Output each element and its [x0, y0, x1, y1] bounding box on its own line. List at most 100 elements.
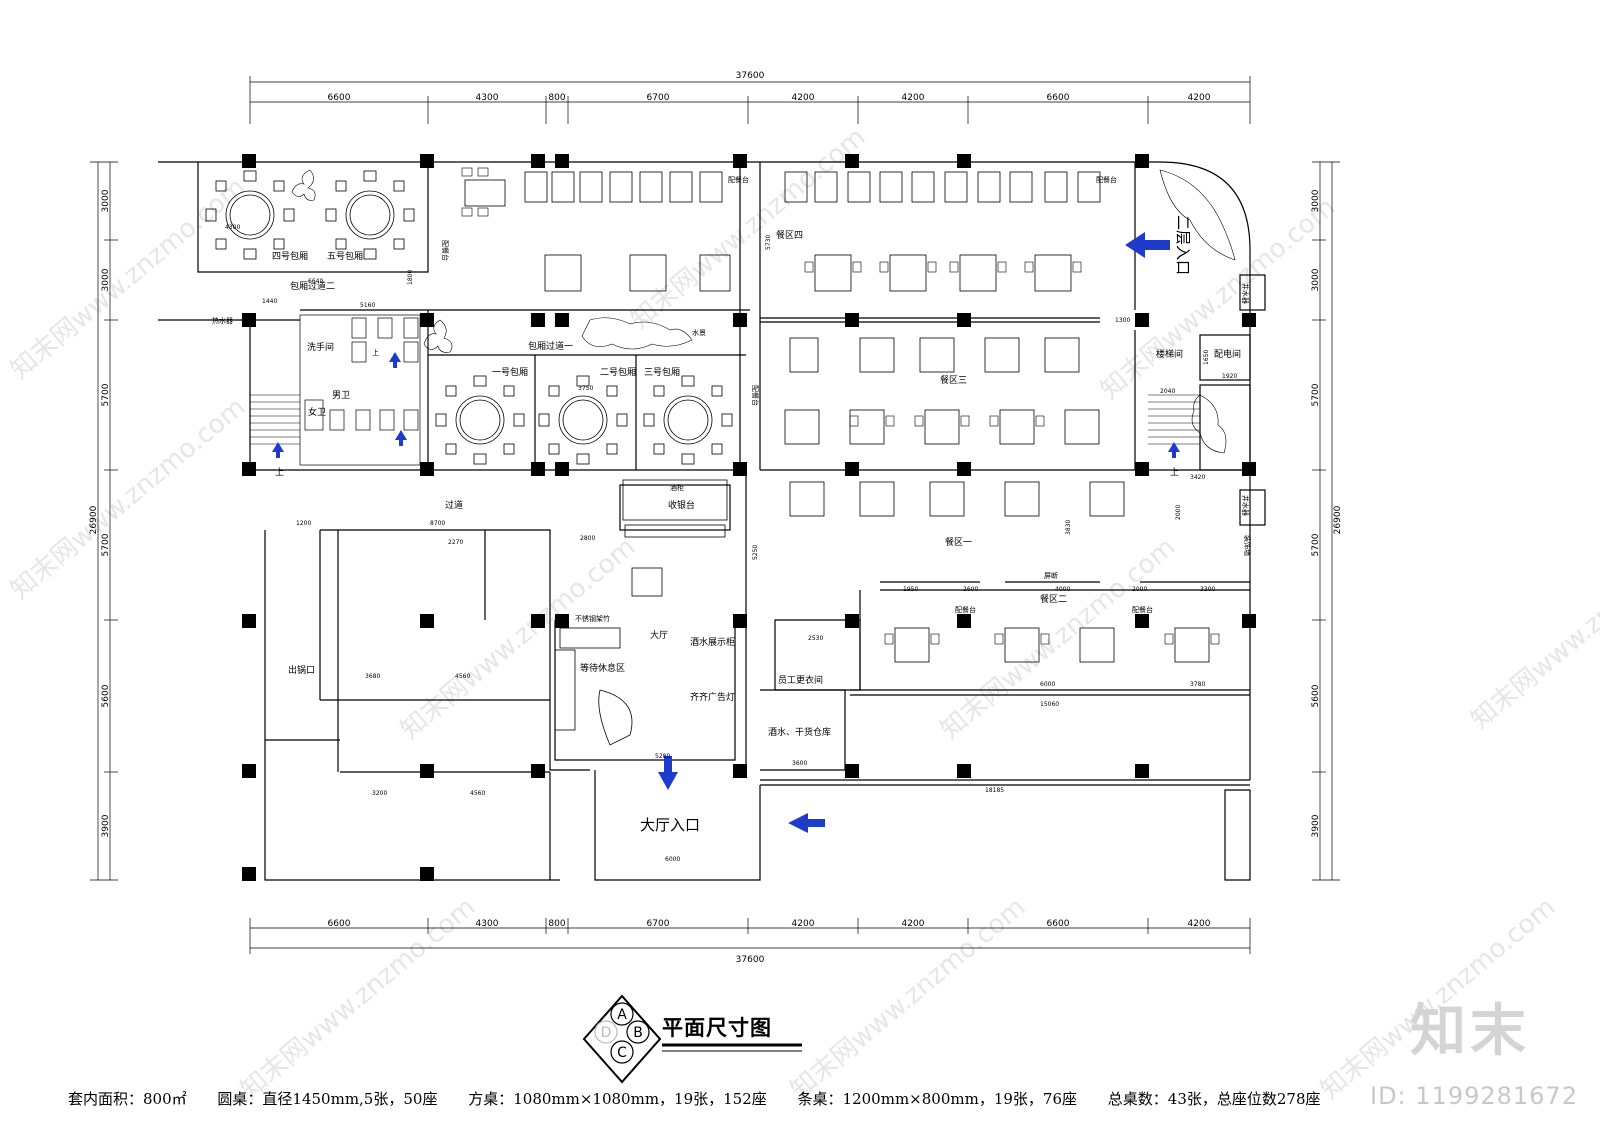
dim-right-5: 5600 — [1311, 684, 1321, 707]
dim-bottom-1: 6600 — [328, 919, 351, 929]
room-label-waiting: 等待休息区 — [580, 662, 625, 674]
room-dim: 3830 — [1065, 520, 1072, 535]
room-dim: 2000 — [1175, 505, 1182, 520]
grid-bubble-b: B — [633, 1025, 643, 1041]
service-station-label: 配餐台 — [1096, 175, 1117, 184]
dim-top-5: 4200 — [792, 93, 815, 103]
dim-top-3: 800 — [548, 93, 565, 103]
totals-stat: 总桌数：43张，总座位数278座 — [1107, 1090, 1321, 1108]
round-table — [643, 375, 733, 465]
room-dim: 1920 — [1222, 373, 1237, 380]
structural-columns — [242, 154, 1256, 881]
room-label-ad-light: 齐齐广告灯 — [690, 691, 735, 703]
room-dim: 2000 — [1132, 586, 1147, 593]
room-labels: 四号包厢 五号包厢 包厢过道二 包厢过道一 一号包厢 二号包厢 三号包厢 洗手间… — [212, 175, 1252, 834]
room-label-corridor-1: 包厢过道一 — [528, 340, 573, 352]
service-station-label: 配餐台 — [955, 605, 976, 614]
walls — [158, 161, 1266, 881]
room-label-female-wc: 女卫 — [308, 406, 326, 418]
title-block: A B C D 平面尺寸图 — [582, 994, 822, 1084]
room-label-stairwell: 楼梯间 — [1156, 348, 1183, 360]
room-label-storage: 酒水、干货仓库 — [768, 726, 831, 738]
stair-up-label: 上 — [275, 467, 284, 478]
arrow-icon — [395, 430, 407, 446]
watermark: 知末网www.znzmo.com — [1465, 522, 1600, 735]
room-label-electrical: 配电间 — [1214, 348, 1241, 360]
round-tables — [205, 170, 733, 465]
room-label-male-wc: 男卫 — [332, 390, 350, 401]
room-dim: 1200 — [296, 520, 311, 527]
room-dim: 1950 — [903, 586, 918, 593]
room-dim: 5160 — [360, 302, 375, 309]
dim-bottom-5: 4200 — [792, 919, 815, 929]
dim-right-1: 3000 — [1311, 189, 1321, 212]
room-dim: 2040 — [1160, 388, 1175, 395]
room-dim: 15060 — [1040, 701, 1059, 708]
dim-left-1: 3000 — [101, 189, 111, 212]
arrow-icon — [272, 442, 284, 458]
room-dim: 3680 — [365, 673, 380, 680]
drawing-title: 平面尺寸图 — [662, 1016, 772, 1040]
screen-label: 屏断 — [1044, 571, 1058, 580]
dim-right-4: 5700 — [1311, 533, 1321, 556]
round-table-stat: 圆桌：直径1450mm,5张，50座 — [217, 1090, 438, 1108]
service-station-label: 配餐台 — [751, 385, 760, 406]
room-label-staff-locker: 员工更衣间 — [778, 674, 823, 686]
dim-bottom-8: 4200 — [1188, 919, 1211, 929]
room-dim: 3420 — [1190, 474, 1205, 481]
arrow-icon — [389, 352, 401, 368]
room-label-cashier: 收银台 — [668, 499, 695, 511]
room-dim: 3600 — [792, 760, 807, 767]
dim-bottom-7: 6600 — [1047, 919, 1070, 929]
image-id-watermark: ID: 1199281672 — [1370, 1082, 1578, 1110]
dim-right-2: 3000 — [1311, 268, 1321, 291]
wine-cabinet-label: 酒柜 — [670, 483, 684, 492]
grid-bubble-symbol: A B C D — [582, 994, 662, 1084]
room-dim: 6000 — [665, 856, 680, 863]
arrow-icon — [1168, 442, 1180, 458]
room-dim: 3300 — [1200, 586, 1215, 593]
second-floor-entrance-label: 二层入口 — [1174, 215, 1192, 275]
round-table — [325, 170, 415, 260]
dim-right-6: 3900 — [1311, 814, 1321, 837]
room-dim: 2530 — [808, 635, 823, 642]
watermark: 知末网www.znzmo.com — [395, 532, 641, 745]
room-dim: 3750 — [578, 385, 593, 392]
room-label-private-4: 四号包厢 — [272, 250, 308, 262]
room-label-washroom: 洗手间 — [307, 341, 334, 353]
room-dim: 6640 — [308, 278, 323, 285]
dim-top-2: 4300 — [476, 93, 499, 103]
room-dim: 5730 — [765, 235, 772, 250]
round-table — [435, 375, 525, 465]
service-station-label: 配餐台 — [441, 240, 450, 261]
dim-right-3: 5700 — [1311, 383, 1321, 406]
dim-bottom-2: 4300 — [476, 919, 499, 929]
watermark: 知末网www.znzmo.com — [235, 892, 481, 1105]
room-label-private-1: 一号包厢 — [492, 366, 528, 378]
room-label-steel-rack: 不锈钢架竹 — [575, 614, 610, 623]
room-dim: 5280 — [655, 753, 670, 760]
dim-top-7: 6600 — [1047, 93, 1070, 103]
water-heater-label: 热水器 — [212, 316, 233, 325]
room-dim: 3780 — [1190, 681, 1205, 688]
watermark: 知末网www.znzmo.com — [5, 172, 251, 385]
watermark: 知末网www.znzmo.com — [1095, 192, 1341, 405]
square-tables — [461, 167, 1220, 663]
dim-left-6: 3900 — [101, 814, 111, 837]
dim-bottom-3: 800 — [548, 919, 565, 929]
dim-top-8: 4200 — [1188, 93, 1211, 103]
service-station-label: 配餐台 — [1132, 605, 1153, 614]
room-label-dining-4: 餐区四 — [776, 229, 803, 241]
overall-width-bottom: 37600 — [736, 955, 765, 965]
water-feature-label: 水景 — [692, 328, 706, 337]
square-table-stat: 方桌：1080mm×1080mm，19张，152座 — [468, 1090, 767, 1108]
decor-wall-label: 装饰墙 — [1243, 535, 1252, 556]
dim-top-4: 6700 — [647, 93, 670, 103]
plants — [291, 169, 1236, 454]
room-label-dining-3: 餐区三 — [940, 374, 967, 386]
overall-width-top: 37600 — [736, 71, 765, 81]
room-dim: 2800 — [580, 535, 595, 542]
room-dim: 4560 — [455, 673, 470, 680]
room-label-hall: 大厅 — [650, 629, 668, 641]
